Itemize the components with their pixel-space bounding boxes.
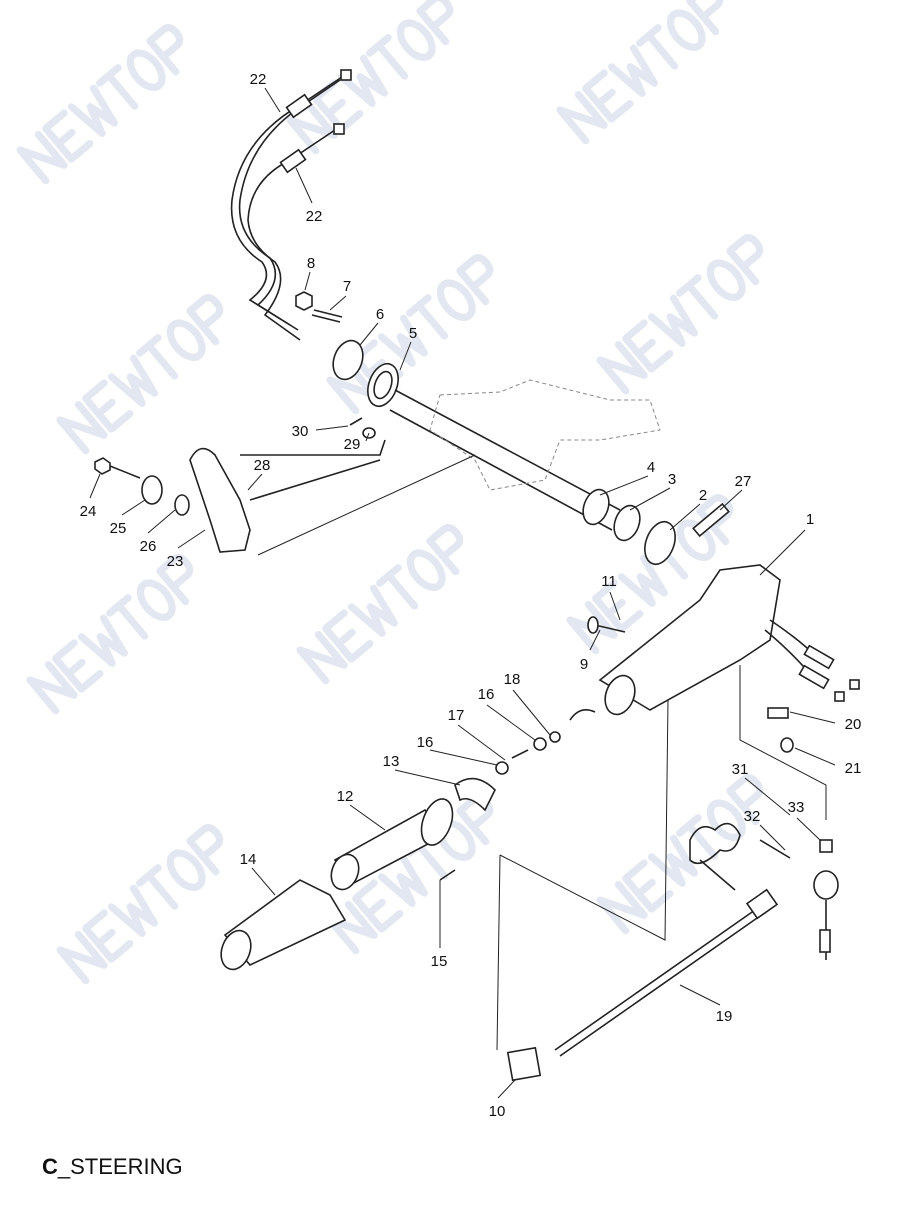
- watermark-logo: [60, 825, 235, 981]
- stop-switch-cable: [496, 699, 779, 1082]
- watermark-logo: [560, 0, 735, 141]
- callout-16a: 16: [478, 686, 495, 703]
- callout-4: 4: [647, 459, 655, 476]
- callout-labels: 22 22 8 7 6 5 30 29 28 24 25 26 23 4 3 2…: [80, 71, 862, 1120]
- callout-19: 19: [716, 1008, 733, 1025]
- callout-8: 8: [307, 255, 315, 272]
- title-prefix: C: [42, 1154, 58, 1179]
- washers: [582, 488, 730, 566]
- callout-10: 10: [489, 1103, 506, 1120]
- watermark-logo: [330, 255, 505, 411]
- callout-5: 5: [409, 325, 417, 342]
- watermark-logo: [20, 25, 195, 181]
- callout-29: 29: [344, 436, 361, 453]
- callout-11: 11: [601, 573, 617, 590]
- callout-26: 26: [140, 538, 157, 555]
- callout-21: 21: [845, 760, 862, 777]
- callout-20: 20: [845, 716, 862, 733]
- callout-17: 17: [448, 707, 465, 724]
- callout-18: 18: [504, 671, 521, 688]
- tiller-handle: [220, 777, 496, 971]
- callout-7: 7: [343, 278, 351, 295]
- callout-28: 28: [254, 457, 271, 474]
- callout-14: 14: [240, 851, 257, 868]
- fasteners-upper: [295, 291, 399, 408]
- tiller-arm: [569, 564, 860, 721]
- watermark-logo: [600, 235, 775, 391]
- callout-24: 24: [80, 503, 97, 520]
- callout-12: 12: [337, 788, 354, 805]
- callout-16b: 16: [417, 734, 434, 751]
- callout-25: 25: [110, 520, 127, 537]
- callout-33: 33: [788, 799, 805, 816]
- diagram-title: C_STEERING: [42, 1154, 183, 1180]
- callout-15: 15: [431, 953, 448, 970]
- friction-lever: [94, 417, 476, 556]
- callout-6: 6: [376, 306, 384, 323]
- small-parts: [495, 731, 561, 775]
- watermark-logo: [30, 555, 205, 711]
- callout-31: 31: [732, 761, 749, 778]
- callout-13: 13: [383, 753, 400, 770]
- callout-22a: 22: [250, 71, 267, 88]
- throttle-cables: [230, 69, 352, 341]
- kill-switch: [689, 665, 839, 960]
- watermark-logo: [60, 295, 235, 451]
- callout-9: 9: [580, 656, 588, 673]
- callout-2: 2: [699, 487, 707, 504]
- callout-1: 1: [806, 511, 814, 528]
- callout-27: 27: [735, 473, 752, 490]
- callout-32: 32: [744, 808, 761, 825]
- callout-3: 3: [668, 471, 676, 488]
- watermark-logo: [290, 0, 465, 151]
- callout-23: 23: [167, 553, 184, 570]
- title-text: _STEERING: [57, 1154, 183, 1179]
- callout-22b: 22: [306, 208, 323, 225]
- leader-lines: [89, 87, 836, 1099]
- watermark-logo: [300, 525, 475, 681]
- steering-shaft: [389, 379, 661, 531]
- callout-30: 30: [292, 423, 309, 440]
